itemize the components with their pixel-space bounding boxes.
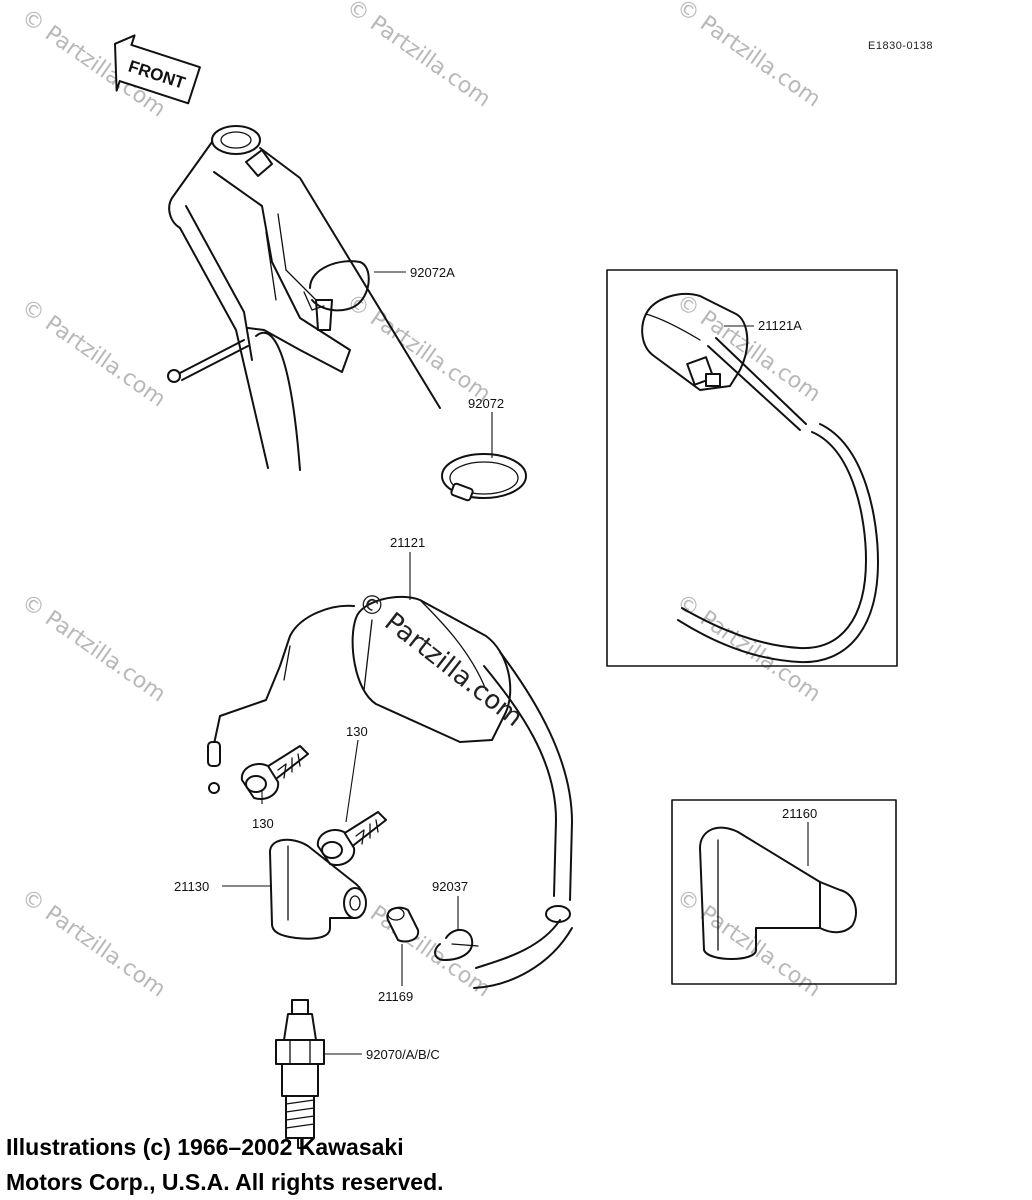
part-label-92070: 92070/A/B/C bbox=[366, 1047, 440, 1062]
part-label-92072a: 92072A bbox=[410, 265, 455, 280]
watermark: © Partzilla.com bbox=[17, 884, 170, 1002]
part-label-92037: 92037 bbox=[432, 879, 468, 894]
front-arrow-icon: FRONT bbox=[113, 34, 201, 105]
center-watermark: © Partzilla.com bbox=[352, 586, 529, 733]
bolt-130-right bbox=[316, 811, 387, 866]
watermark: © Partzilla.com bbox=[342, 0, 495, 112]
part-label-130-bottom: 130 bbox=[252, 816, 274, 831]
band-92072 bbox=[441, 453, 527, 502]
frame-illustration bbox=[167, 125, 441, 471]
spark-plug-92070 bbox=[275, 999, 325, 1149]
leader-130-right bbox=[345, 739, 359, 823]
plug-cap-21160 bbox=[699, 826, 857, 960]
part-label-21121: 21121 bbox=[390, 535, 425, 550]
watermark: © Partzilla.com bbox=[672, 289, 825, 407]
watermark: © Partzilla.com bbox=[342, 289, 495, 407]
ignition-coil-21121a bbox=[641, 293, 879, 664]
part-label-92072: 92072 bbox=[468, 396, 504, 411]
copyright-notice: Illustrations (c) 1966–2002 Kawasaki Mot… bbox=[6, 1130, 444, 1200]
clip-92037 bbox=[434, 929, 479, 961]
diagram-code: E1830-0138 bbox=[868, 40, 933, 52]
watermark: © Partzilla.com bbox=[672, 0, 825, 112]
part-label-21169: 21169 bbox=[378, 989, 413, 1004]
watermark-layer: © Partzilla.com © Partzilla.com © Partzi… bbox=[17, 0, 825, 1002]
part-label-21130: 21130 bbox=[174, 879, 209, 894]
band-92072a bbox=[303, 260, 370, 312]
ignition-coil-21121 bbox=[207, 595, 573, 989]
copyright-line-1: Illustrations (c) 1966–2002 Kawasaki bbox=[6, 1134, 404, 1160]
terminal-21169 bbox=[386, 906, 420, 943]
copyright-line-2: Motors Corp., U.S.A. All rights reserved… bbox=[6, 1169, 444, 1195]
bolt-130-left bbox=[240, 745, 309, 800]
part-label-21160: 21160 bbox=[782, 806, 817, 821]
watermark: © Partzilla.com bbox=[17, 589, 170, 707]
watermark: © Partzilla.com bbox=[17, 294, 170, 412]
inset-box-21121a bbox=[606, 269, 898, 667]
inset-box-21160 bbox=[671, 799, 897, 985]
part-label-21121a: 21121A bbox=[758, 318, 802, 333]
plug-cap-21130 bbox=[269, 838, 367, 940]
part-label-130-top: 130 bbox=[346, 724, 368, 739]
